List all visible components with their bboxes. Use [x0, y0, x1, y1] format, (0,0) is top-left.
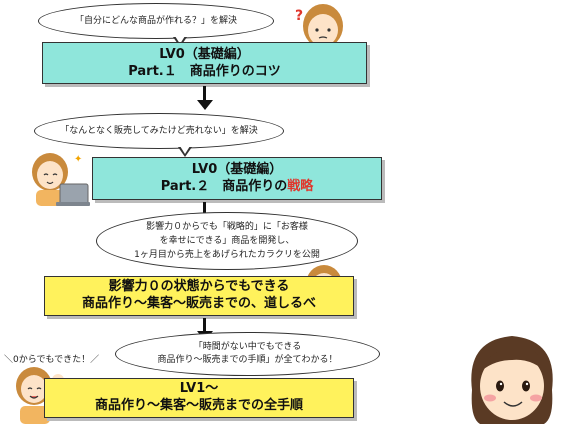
lv1-box: LV1〜 商品作り〜集客〜販売までの全手順	[44, 378, 354, 418]
arrow-1-line	[203, 86, 206, 102]
arrow-1-head	[197, 100, 213, 110]
woman-laptop-icon: ✦	[32, 153, 90, 206]
box-2-subtitle: Part.２ 商品作りの戦略	[93, 178, 381, 196]
bubble-4-line-1: 「時間がない中でもできる	[193, 342, 302, 352]
box-3-title: 影響力０の状態からでもできる	[108, 279, 290, 294]
bubble-4-text: 「時間がない中でもできる 商品作り〜販売までの手順」が全てわかる！	[157, 341, 337, 367]
box-2-subtitle-accent: 戦略	[287, 179, 314, 194]
lv0-part2-box: LV0（基礎編） Part.２ 商品作りの戦略	[92, 157, 382, 200]
bubble-3-line-3: 1ヶ月目から売上をあげられたカラクリを公開	[134, 250, 320, 260]
bubble-2-text: 「なんとなく販売してみたけど売れない」を解決	[60, 125, 258, 136]
caption-text: ＼0からでもできた！／	[4, 355, 100, 365]
box-1-subtitle: Part.１ 商品作りのコツ	[128, 64, 281, 79]
bubble-3-text: 影響力０からでも「戦略的」に「お客様 を幸せにできる」商品を開発し、 1ヶ月目か…	[134, 220, 320, 262]
speech-bubble-4: 「時間がない中でもできる 商品作り〜販売までの手順」が全てわかる！	[115, 332, 380, 376]
box-3-subtitle: 商品作り〜集客〜販売までの、道しるべ	[81, 296, 316, 311]
arrow-2-line	[203, 202, 206, 216]
box-1-title: LV0（基礎編）	[159, 47, 250, 62]
roadmap-box: 影響力０の状態からでもできる 商品作り〜集客〜販売までの、道しるべ	[44, 276, 354, 316]
bubble-2-tail	[178, 146, 192, 157]
bubble-3-line-1: 影響力０からでも「戦略的」に「お客様	[146, 222, 308, 232]
question-mark: ?	[295, 8, 303, 24]
speech-bubble-3: 影響力０からでも「戦略的」に「お客様 を幸せにできる」商品を開発し、 1ヶ月目か…	[96, 212, 358, 270]
arrow-3-line	[203, 318, 206, 334]
woman-face-icon	[471, 336, 553, 424]
bubble-3-line-2: を幸せにできる」商品を開発し、	[159, 236, 295, 246]
bubble-4-line-2: 商品作り〜販売までの手順」が全てわかる！	[157, 355, 338, 365]
bubble-1-text: 「自分にどんな商品が作れる？」を解決	[74, 15, 237, 26]
lv0-part1-box: LV0（基礎編） Part.１ 商品作りのコツ	[42, 42, 367, 84]
svg-text:✦: ✦	[74, 154, 82, 165]
speech-bubble-1: 「自分にどんな商品が作れる？」を解決	[38, 3, 274, 39]
box-4-title: LV1〜	[179, 381, 219, 396]
box-2-subtitle-main: Part.２ 商品作りの	[160, 179, 288, 194]
box-4-subtitle: 商品作り〜集客〜販売までの全手順	[94, 398, 303, 413]
speech-bubble-2: 「なんとなく販売してみたけど売れない」を解決	[34, 113, 284, 149]
box-2-title: LV0（基礎編）	[191, 162, 283, 177]
